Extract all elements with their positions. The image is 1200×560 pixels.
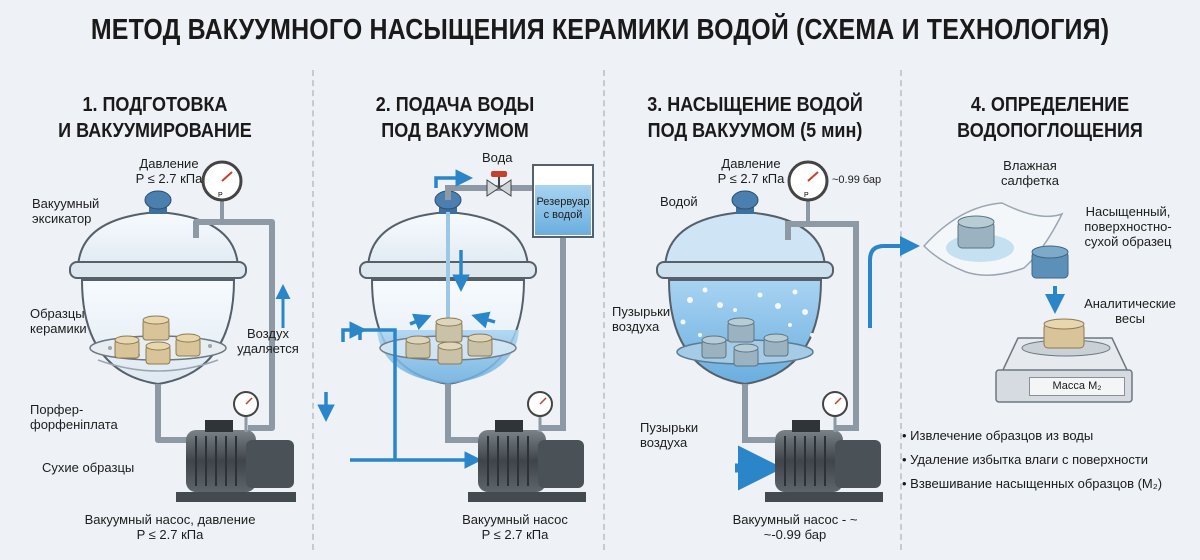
step3-to-step4-arrow [868,236,920,328]
perforated-plate-label: Порфер-форфенiплата [30,402,118,432]
surface-dry-sample [1031,245,1069,279]
step3-vacuum-pump [765,391,883,502]
bullet-item: • Извлечение образцов из воды [902,428,1094,443]
step1-pressure-gauge: P [201,160,243,222]
bullet-item: • Удаление избытка влаги с поверхности [902,452,1149,467]
step3-saturated-samples [701,317,789,367]
bullet-item: • Взвешивание насыщенных образцов (M₂) [902,476,1163,491]
step1-tubing [155,219,275,443]
water-reservoir [532,164,594,238]
surface-dry-sample-label: Насыщенный,поверхностно-сухой образец [1084,204,1172,249]
step1-vacuum-pump [176,391,296,502]
water-label: Вода [482,150,513,165]
step2-vacuum-pump [468,391,586,502]
svg-text:P: P [218,192,223,199]
divider-1 [312,70,314,550]
step2-flow-arrows [317,169,496,469]
step3-gauge-label: ~0.99 бар [832,174,882,186]
step1-ceramic-samples [114,315,201,365]
divider-2 [603,70,605,550]
page-title: МЕТОД ВАКУУМНОГО НАСЫЩЕНИЯ КЕРАМИКИ ВОДО… [90,14,1110,46]
step3-pump-label: Вакуумный насос - ~~-0.99 бар [732,512,858,542]
mass-m2-display: Масса M₂ [1029,377,1125,396]
water-valve [486,171,512,197]
step3-tubing [742,221,859,443]
dry-samples-label: Сухие образцы [42,460,135,475]
svg-text:P: P [804,192,809,199]
divider-3 [900,70,902,550]
step3-air-bubbles [680,287,814,337]
step2-ceramic-samples [405,317,493,365]
step3-pressure-gauge: P [787,160,829,224]
step3-water-label: Водой [660,194,698,209]
step4-sample-on-wipe [957,215,995,249]
step4-bullet-list: • Извлечение образцов из воды • Удаление… [902,424,1197,496]
